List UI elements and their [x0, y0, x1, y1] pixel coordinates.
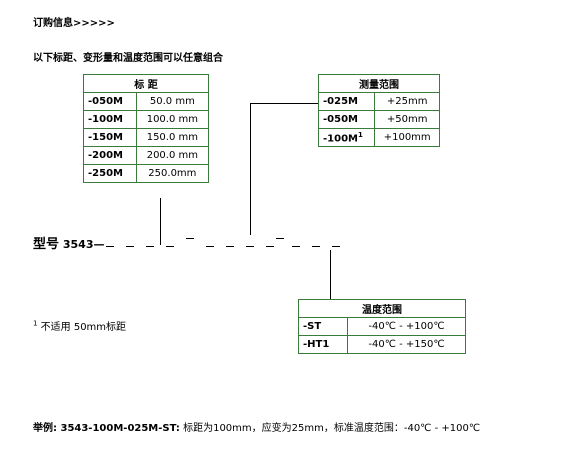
code-slot	[292, 246, 300, 247]
code-slot	[266, 246, 274, 247]
table-row: -150M 150.0 mm	[83, 128, 210, 147]
gauge-code: -100M	[83, 110, 137, 129]
table-row: -250M 250.0mm	[83, 164, 210, 183]
model-label: 型号	[33, 237, 60, 252]
code-slot	[246, 246, 254, 247]
gauge-code: -250M	[83, 164, 137, 183]
example-label: 举例: 3543-100M-025M-ST:	[33, 423, 180, 434]
range-table-title: 测量范围	[318, 74, 440, 93]
temp-value: -40℃ - +150℃	[347, 335, 466, 354]
range-value: +25mm	[374, 92, 440, 111]
temperature-range-table: 温度范围 -ST -40℃ - +100℃ -HT1 -40℃ - +150℃	[298, 299, 466, 354]
gauge-value: 50.0 mm	[135, 92, 210, 111]
code-slot	[166, 246, 174, 247]
table-row: -HT1 -40℃ - +150℃	[298, 335, 466, 354]
temp-connector-line	[330, 250, 331, 299]
gauge-code: -150M	[83, 128, 137, 147]
gauge-code: -050M	[83, 92, 137, 111]
gauge-length-table: 标 距 -050M 50.0 mm -100M 100.0 mm -150M 1…	[83, 74, 210, 183]
example-text: 标距为100mm，应变为25mm，标准温度范围：-40℃ - +100℃	[183, 423, 481, 434]
code-slot	[126, 246, 134, 247]
subheading: 以下标距、变形量和温度范围可以任意组合	[33, 53, 223, 64]
temp-table-title: 温度范围	[298, 299, 466, 318]
code-slot	[146, 246, 154, 247]
separator-dash	[276, 238, 284, 239]
section-heading: 订购信息>>>>>	[33, 18, 115, 29]
range-value: +100mm	[374, 128, 440, 147]
code-slot	[332, 246, 340, 247]
footnote-text: 不适用 50mm标距	[40, 322, 127, 333]
gauge-value: 100.0 mm	[135, 110, 210, 129]
gauge-value: 150.0 mm	[135, 128, 210, 147]
footnote: 1 不适用 50mm标距	[33, 318, 126, 333]
model-prefix: 3543—	[62, 238, 105, 251]
range-code: -100M1	[317, 128, 376, 147]
measuring-range-table: 测量范围 -025M +25mm -050M +50mm -100M1 +100…	[317, 74, 440, 147]
temp-value: -40℃ - +100℃	[347, 317, 466, 336]
gauge-connector-line	[160, 198, 161, 245]
temp-code: -HT1	[298, 335, 348, 354]
example-line: 举例: 3543-100M-025M-ST: 标距为100mm，应变为25mm，…	[33, 419, 480, 434]
range-code: -025M	[317, 92, 376, 111]
table-row: -025M +25mm	[317, 92, 440, 111]
table-row: -050M +50mm	[317, 110, 440, 129]
range-connector-vertical	[250, 103, 251, 235]
gauge-code: -200M	[83, 146, 137, 165]
code-slot	[312, 246, 320, 247]
range-value: +50mm	[374, 110, 440, 129]
code-slot	[226, 246, 234, 247]
table-row: -ST -40℃ - +100℃	[298, 317, 466, 336]
code-slot	[206, 246, 214, 247]
range-code: -050M	[317, 110, 376, 129]
gauge-value: 250.0mm	[135, 164, 210, 183]
temp-code: -ST	[298, 317, 348, 336]
table-row: -100M 100.0 mm	[83, 110, 210, 129]
table-row: -050M 50.0 mm	[83, 92, 210, 111]
range-code-text: -100M	[323, 133, 358, 145]
range-connector-horizontal	[250, 103, 318, 104]
gauge-table-title: 标 距	[83, 74, 209, 93]
footnote-marker: 1	[33, 319, 38, 328]
code-slot	[106, 246, 114, 247]
footnote-marker: 1	[357, 130, 363, 139]
gauge-value: 200.0 mm	[135, 146, 210, 165]
table-row: -200M 200.0 mm	[83, 146, 210, 165]
separator-dash	[186, 238, 194, 239]
model-code: 型号 3543—	[33, 233, 104, 252]
table-row: -100M1 +100mm	[317, 128, 440, 147]
